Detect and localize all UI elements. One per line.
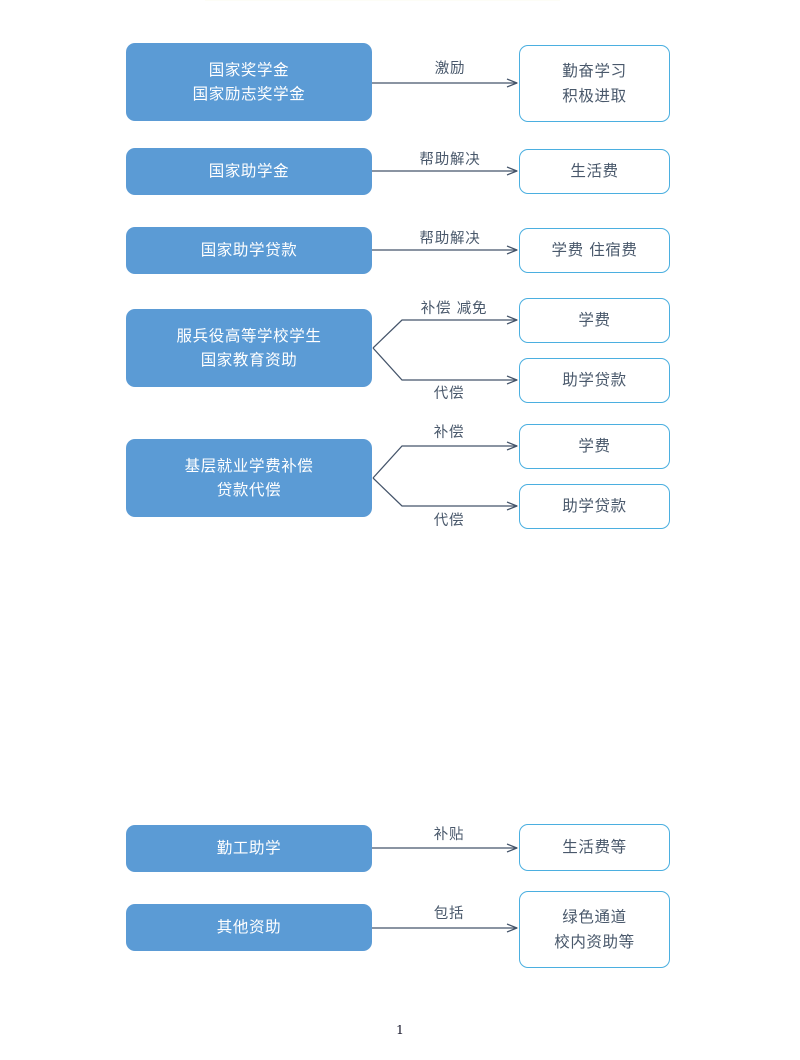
edge-label-row5-lower: 代偿 [433,513,465,529]
page-number: 1 [396,1022,404,1037]
edge-label-row1: 激励 [434,61,466,77]
connector-row4-lower [372,347,517,380]
node-line: 学费 住宿费 [551,241,638,260]
node-line: 国家奖学金 [208,60,290,79]
edge-label-row4-upper: 补偿 减免 [420,301,488,317]
node-line: 其他资助 [216,918,282,937]
connector-row4-upper [372,320,517,349]
node-line: 国家教育资助 [200,351,298,369]
edge-label-row3: 帮助解决 [419,231,481,247]
source-node-national-scholarship[interactable]: 国家奖学金 国家励志奖学金 [126,43,372,121]
target-node-living-expenses-etc[interactable]: 生活费等 [519,824,670,871]
node-line: 校内资助等 [554,932,635,951]
node-line: 绿色通道 [562,908,627,927]
connector-row5-upper [372,446,517,479]
node-line: 助学贷款 [562,371,627,390]
node-line: 勤奋学习 [562,62,627,81]
target-node-tuition-accommodation[interactable]: 学费 住宿费 [519,228,670,273]
node-line: 国家励志奖学金 [192,85,306,103]
node-line: 基层就业学费补偿 [184,456,314,475]
target-node-tuition-grassroots[interactable]: 学费 [519,424,670,469]
node-line: 生活费等 [562,838,627,857]
node-line: 学费 [578,437,611,456]
source-node-other-aid[interactable]: 其他资助 [126,904,372,951]
node-line: 勤工助学 [216,839,282,858]
node-line: 国家助学贷款 [200,241,298,260]
target-node-living-expenses[interactable]: 生活费 [519,149,670,194]
node-line: 贷款代偿 [216,481,282,499]
edge-label-row5-upper: 补偿 [433,425,465,441]
node-line: 学费 [578,311,611,330]
top-edge-artifact [205,0,560,1]
edge-label-row7: 包括 [433,906,465,922]
edge-label-row6: 补贴 [433,827,465,843]
target-node-tuition-military[interactable]: 学费 [519,298,670,343]
node-line: 助学贷款 [562,497,627,516]
source-node-grassroots-employment[interactable]: 基层就业学费补偿 贷款代偿 [126,439,372,517]
source-node-national-student-loan[interactable]: 国家助学贷款 [126,227,372,274]
edge-label-row4-lower: 代偿 [433,386,465,402]
target-node-student-loan-grassroots[interactable]: 助学贷款 [519,484,670,529]
edge-label-row2: 帮助解决 [419,152,481,168]
target-node-diligent-study[interactable]: 勤奋学习 积极进取 [519,45,670,122]
source-node-national-grant[interactable]: 国家助学金 [126,148,372,195]
connector-row5-lower [372,477,517,506]
node-line: 积极进取 [562,86,627,105]
target-node-student-loan-military[interactable]: 助学贷款 [519,358,670,403]
target-node-green-channel[interactable]: 绿色通道 校内资助等 [519,891,670,968]
source-node-work-study[interactable]: 勤工助学 [126,825,372,872]
node-line: 国家助学金 [208,162,290,181]
node-line: 服兵役高等学校学生 [176,326,322,345]
source-node-military-service-aid[interactable]: 服兵役高等学校学生 国家教育资助 [126,309,372,387]
node-line: 生活费 [570,162,619,181]
